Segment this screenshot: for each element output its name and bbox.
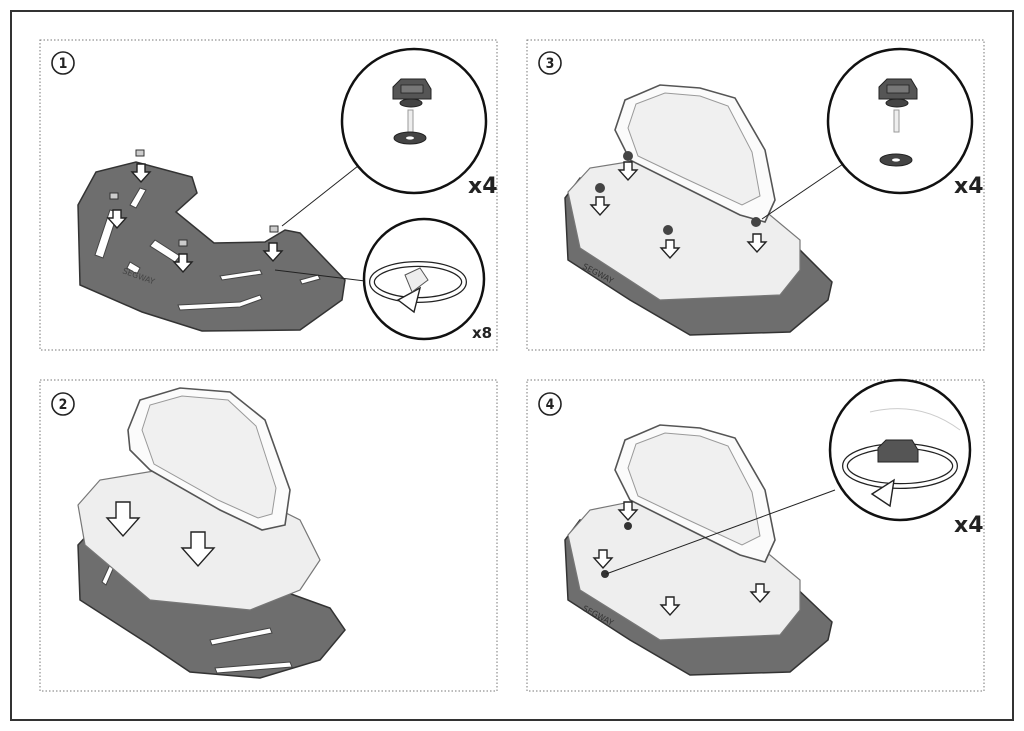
rotate-arrow-icon	[396, 286, 422, 314]
knob-detail-callout: x4	[340, 47, 498, 199]
case-base	[567, 499, 801, 641]
rack-plate	[77, 161, 346, 332]
nut-icon	[135, 149, 145, 157]
rotate-detail-callout: x8	[362, 217, 492, 342]
svg-text:2: 2	[59, 397, 68, 413]
step-number-badge: 4	[538, 392, 562, 416]
page-border	[10, 10, 1014, 721]
quantity-label: x8	[472, 324, 492, 342]
svg-text:1: 1	[59, 56, 68, 72]
step-1-panel: 1 SEGWAY x4	[39, 39, 498, 351]
step-number-badge: 3	[538, 51, 562, 75]
rotate-arrow-icon	[870, 478, 895, 508]
step-3-panel: 3 SEGWAY x4	[526, 39, 985, 351]
knob-detail-callout: x4	[826, 47, 984, 199]
step-2-panel: 2	[39, 379, 498, 692]
quantity-label: x4	[468, 174, 498, 199]
step-number-badge: 2	[51, 392, 75, 416]
svg-text:3: 3	[546, 56, 555, 72]
quantity-label: x4	[954, 174, 984, 199]
step-4-panel: 4 SEGWAY x4	[526, 378, 985, 692]
step-number-badge: 1	[51, 51, 75, 75]
svg-text:4: 4	[546, 397, 555, 413]
rotate-detail-callout: x4	[828, 378, 984, 538]
quantity-label: x4	[954, 513, 984, 538]
case-base	[567, 159, 801, 301]
